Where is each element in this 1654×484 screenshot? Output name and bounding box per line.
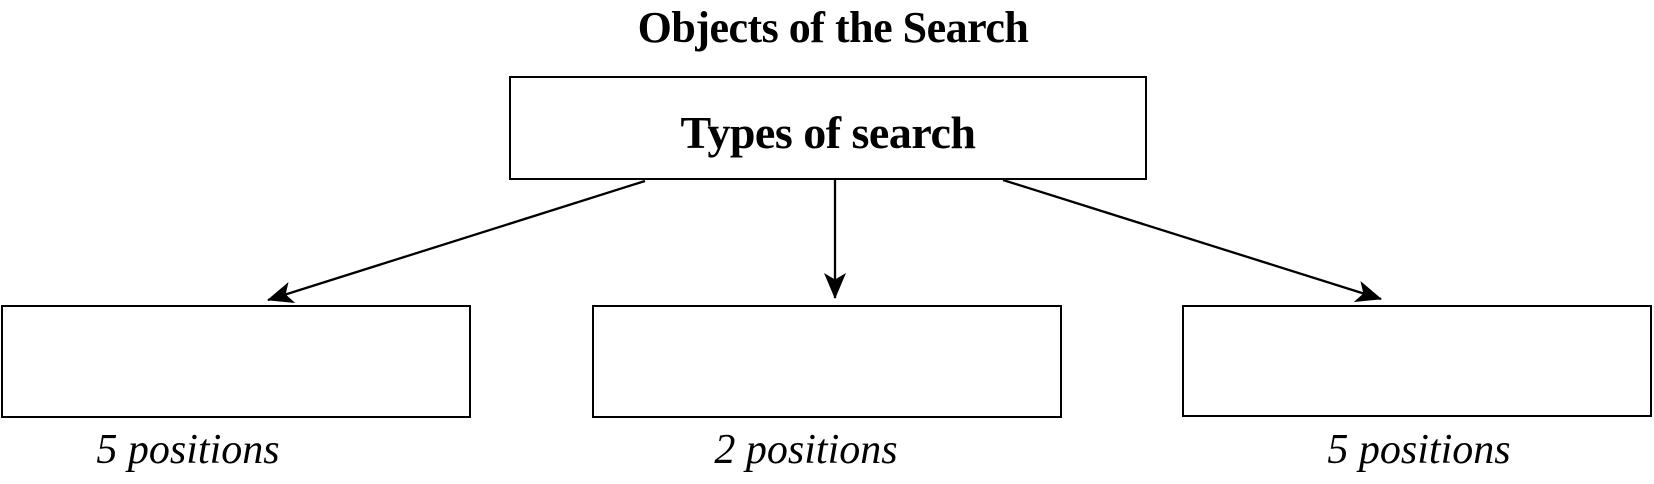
diagram-title: Objects of the Search	[637, 3, 1029, 52]
child-box-right	[1182, 305, 1652, 417]
root-box: Types of search	[509, 76, 1147, 180]
child-box-left	[1, 305, 471, 418]
child-caption-middle: 2 positions	[714, 427, 898, 473]
root-box-label: Types of search	[680, 106, 976, 158]
child-caption-right: 5 positions	[1327, 427, 1511, 473]
child-caption-left: 5 positions	[96, 427, 280, 473]
arrow-to-left-box-icon	[267, 179, 646, 303]
arrow-to-right-box-icon	[1002, 178, 1382, 302]
child-box-middle	[592, 305, 1062, 418]
